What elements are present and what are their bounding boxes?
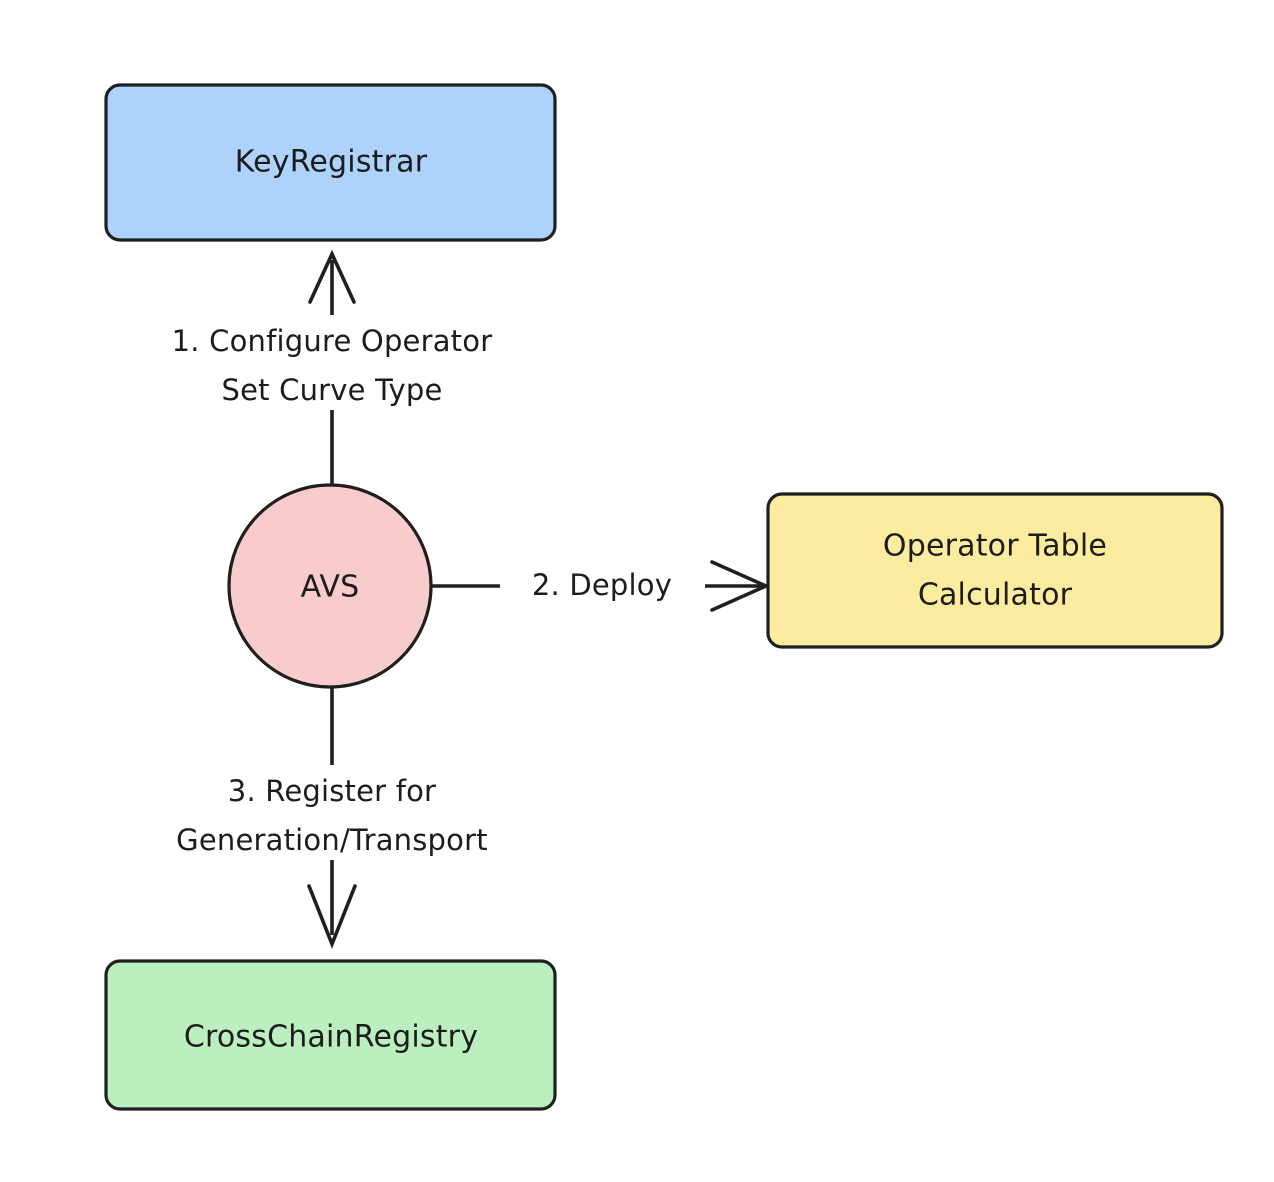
edge-avs-to-key-registrar: 1. Configure Operator Set Curve Type [118, 249, 548, 485]
edge-label-deploy: 2. Deploy [532, 568, 672, 602]
arrowhead-open-right-icon [710, 560, 771, 612]
node-key-registrar-label: KeyRegistrar [235, 145, 428, 180]
node-avs-shape[interactable] [227, 483, 433, 689]
edge-label-backdrop [118, 315, 548, 410]
node-operator-table-calculator-label-line2: Calculator [918, 578, 1073, 613]
arrowhead-open-up-icon [308, 249, 356, 304]
edge-label-register-line2: Generation/Transport [176, 823, 488, 857]
edge-label-configure-operator-line1: 1. Configure Operator [172, 324, 493, 358]
node-key-registrar[interactable]: KeyRegistrar [104, 83, 557, 242]
node-avs-label: AVS [301, 570, 360, 605]
node-operator-table-calculator-shape[interactable] [766, 492, 1224, 649]
edge-avs-to-operator-table-calculator: 2. Deploy [432, 560, 771, 612]
node-cross-chain-registry-shape[interactable] [104, 959, 557, 1111]
edge-label-register-line1: 3. Register for [228, 774, 436, 808]
edge-avs-to-cross-chain-registry: 3. Register for Generation/Transport [110, 688, 565, 949]
node-avs[interactable]: AVS [227, 483, 433, 689]
edge-label-configure-operator-line2: Set Curve Type [221, 373, 442, 407]
node-operator-table-calculator[interactable]: Operator Table Calculator [766, 492, 1224, 649]
arrowhead-open-down-icon [307, 884, 357, 949]
node-cross-chain-registry-label: CrossChainRegistry [184, 1020, 478, 1055]
node-key-registrar-shape[interactable] [104, 83, 557, 242]
node-cross-chain-registry[interactable]: CrossChainRegistry [104, 959, 557, 1111]
edge-label-backdrop [500, 560, 705, 612]
node-operator-table-calculator-label-line1: Operator Table [883, 529, 1107, 564]
edge-label-backdrop [110, 765, 565, 860]
